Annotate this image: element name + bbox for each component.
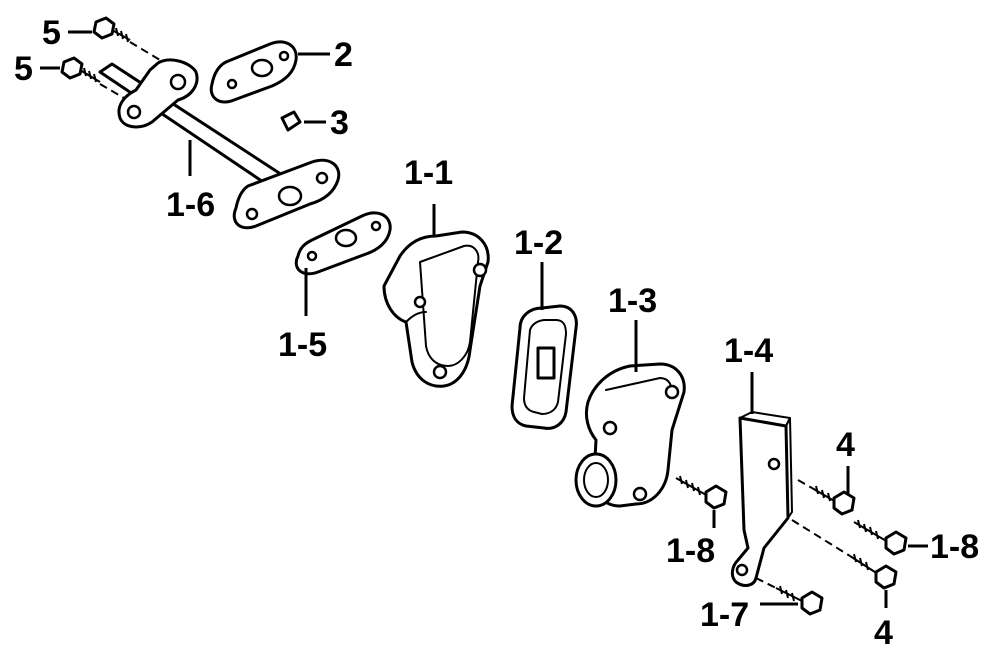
part-1-4-bracket [730, 411, 793, 587]
callout-5-upper: 5 [42, 14, 61, 52]
callout-2: 2 [334, 36, 353, 74]
part-1-5-gasket [294, 211, 392, 276]
part-5-bolt-upper [92, 16, 161, 61]
callout-4-lower: 4 [874, 614, 893, 652]
callout-1-2: 1-2 [514, 224, 563, 262]
callout-4-upper: 4 [836, 426, 855, 464]
part-4-bolt-upper [797, 479, 856, 516]
part-2-gasket [209, 40, 298, 104]
part-1-8-bolt-right [853, 519, 908, 556]
part-1-6-pipe [98, 58, 341, 230]
part-1-3-outlet [574, 362, 686, 508]
leader-lines [40, 30, 928, 608]
part-1-1-housing [382, 230, 490, 388]
callout-1-5: 1-5 [278, 326, 327, 364]
part-3-plug [280, 110, 302, 132]
callout-1-7: 1-7 [700, 596, 749, 634]
callout-1-1: 1-1 [404, 154, 453, 192]
part-1-8-bolt-left [675, 475, 728, 510]
callout-1-6: 1-6 [166, 186, 215, 224]
callout-5-lower: 5 [14, 50, 33, 88]
callout-1-4: 1-4 [724, 332, 773, 370]
callout-1-3: 1-3 [608, 282, 657, 320]
callout-3: 3 [330, 104, 349, 142]
callout-1-8-right: 1-8 [930, 528, 979, 566]
part-1-2-gasket [510, 304, 578, 430]
part-5-bolt-lower [60, 56, 125, 99]
part-1-7-bolt [755, 577, 824, 616]
callout-1-8-left: 1-8 [666, 532, 715, 570]
part-4-bolt-lower [791, 519, 898, 590]
